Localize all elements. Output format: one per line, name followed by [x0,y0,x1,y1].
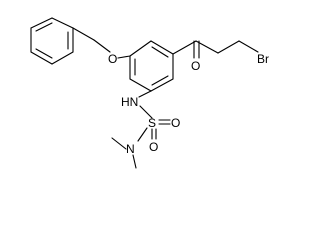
bond [129,40,152,57]
bond-ring-carbonyl [172,40,197,55]
molecule-diagram: O HN S O O N O Br [30,17,269,169]
bond [30,51,53,65]
bond-ring-ch2 [72,27,95,41]
bond-ring-nh [138,90,152,98]
bond-carbonyl-ch2 [195,40,219,54]
bond-ch2-br [238,40,259,53]
double-bond-inner [35,22,53,32]
bond [129,78,152,92]
bond [51,51,74,65]
bond-n-methyl-down [132,154,137,169]
bond-nh-s [139,105,153,119]
bond [150,40,174,55]
bond-o-ring [117,55,131,59]
atom-label-nh: HN [121,95,138,109]
atom-label-br: Br [257,52,269,66]
atom-label-s: S [148,116,156,130]
structure-canvas: O HN S O O N O Br [30,17,269,169]
benzyl-ring [30,17,74,65]
central-ring [129,40,174,92]
atom-label-o-ketone: O [191,59,200,73]
bond-s-n [137,127,148,142]
atom-label-o-ether: O [108,52,117,66]
bond [150,78,174,92]
bond [30,17,53,29]
atom-label-o-s-bottom: O [149,140,158,154]
atom-label-n-amine: N [126,142,135,156]
double-bond-inner [151,46,169,58]
bond-ch2-up [217,40,240,54]
bond [51,17,74,29]
bond-ch2-o [93,39,111,53]
bond-n-methyl-left [111,137,127,150]
double-bond-inner [35,48,53,59]
atom-label-o-s-right: O [171,116,180,130]
double-bond-inner [151,75,169,86]
